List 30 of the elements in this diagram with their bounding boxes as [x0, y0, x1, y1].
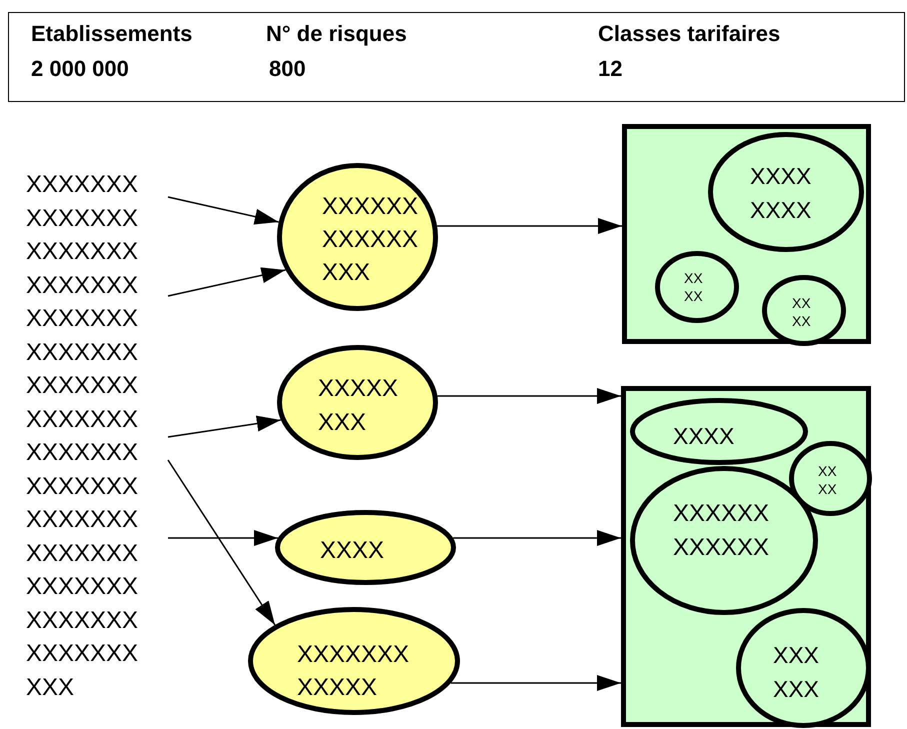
group-box	[622, 124, 871, 344]
text-column: XXXXXXX XXXXXXX XXXXXXX XXXXXXX XXXXXXX XXXXXXX XXXXXXX XXXXXXX XXXXXXX XXXXXXX XXXXXXX XXXXXXX XXXXXXX XXXXXXX XXXXXXX XXX	[26, 168, 138, 704]
node-text: XXXX XXXX	[750, 162, 812, 225]
arrow	[450, 675, 621, 691]
node-text: XXXX	[320, 536, 384, 566]
arrow	[167, 460, 276, 626]
node-text: XXXX	[673, 422, 734, 451]
arrow	[453, 530, 621, 546]
node-text: XX XX	[818, 462, 837, 498]
column-heading: Etablissements	[31, 21, 192, 47]
group-box	[621, 386, 871, 727]
header-box	[8, 12, 905, 102]
node-text: XXXXX XXX	[318, 374, 398, 438]
arrow	[168, 196, 279, 225]
node-text: XX XX	[792, 294, 811, 330]
arrow	[437, 388, 621, 404]
column-value: 2 000 000	[31, 56, 129, 82]
column-value: 800	[269, 56, 306, 82]
node-text: XXXXXX XXXXXX	[673, 499, 770, 563]
arrow	[168, 416, 281, 438]
arrow	[437, 218, 622, 234]
node-text: XXXXXX XXXXXX XXX	[322, 192, 418, 288]
column-heading: N° de risques	[266, 21, 407, 47]
arrow	[168, 530, 278, 546]
node-text: XX XX	[684, 269, 703, 305]
column-value: 12	[598, 56, 622, 82]
node-text: XXX XXX	[773, 641, 820, 704]
column-heading: Classes tarifaires	[598, 21, 780, 47]
arrow	[168, 267, 286, 297]
node-text: XXXXXXX XXXXX	[297, 640, 410, 703]
